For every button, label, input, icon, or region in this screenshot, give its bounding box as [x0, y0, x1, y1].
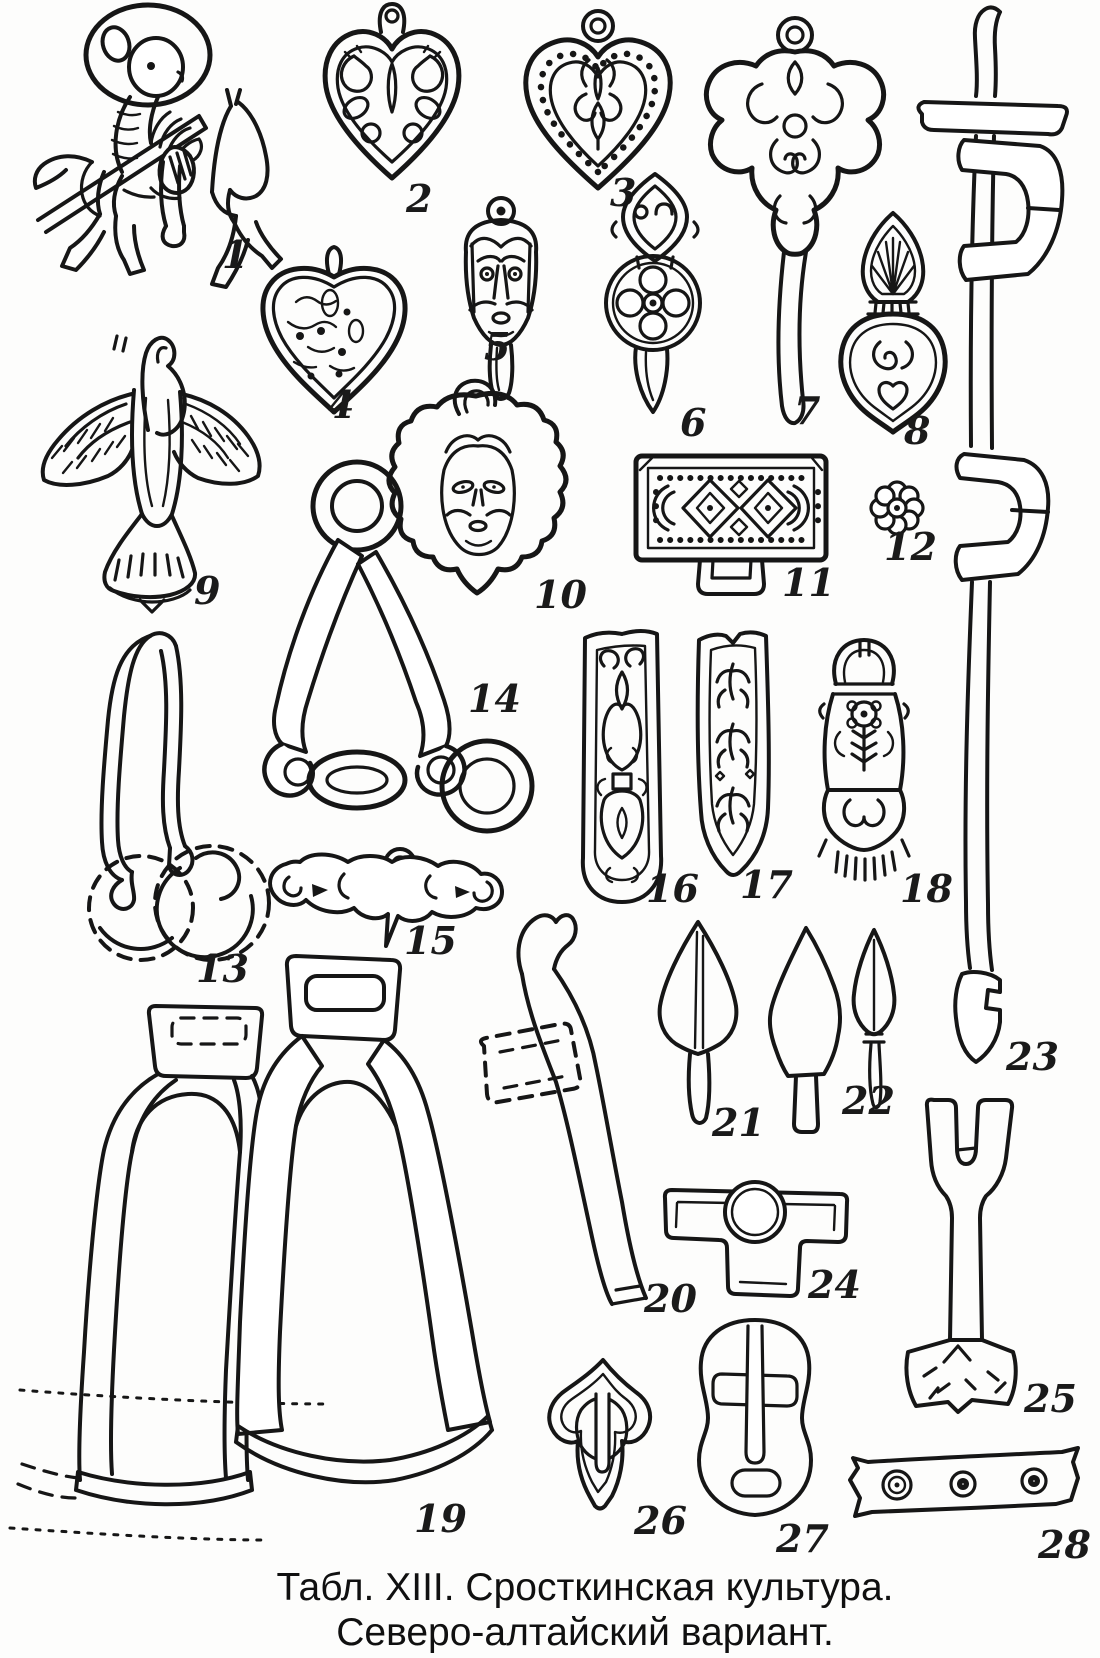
figure-number-4: 4: [328, 382, 354, 427]
figure-wave-openwork-plaque: 15: [268, 847, 504, 963]
figure-rosette-button: 12: [869, 480, 937, 569]
figure-number-20: 20: [643, 1276, 697, 1321]
figure-bud-shaped-pendant: 4: [260, 245, 408, 427]
figure-forked-strap-fitting: 25: [904, 1097, 1077, 1421]
figure-heart-openwork-pendant: 2: [322, 2, 462, 221]
figure-number-1: 1: [222, 232, 248, 277]
figure-leaf-arrowhead: 21: [657, 920, 765, 1145]
figure-curved-fitting: 20: [479, 913, 697, 1321]
figure-number-28: 28: [1037, 1522, 1091, 1567]
figure-number-21: 21: [711, 1100, 765, 1145]
figure-number-27: 27: [775, 1516, 829, 1561]
figure-ornate-long-strap-end: 7: [704, 16, 886, 433]
figure-number-19: 19: [414, 1496, 467, 1541]
figure-waisted-plaque: 27: [697, 1318, 829, 1561]
figure-number-23: 23: [1005, 1034, 1059, 1079]
figure-face-pendant: 5: [463, 196, 539, 401]
figure-number-26: 26: [633, 1498, 687, 1543]
figure-number-11: 11: [782, 560, 835, 605]
figure-number-7: 7: [794, 388, 820, 433]
figure-number-5: 5: [484, 324, 510, 369]
figure-strap-end-fern: 17: [695, 630, 793, 907]
figure-number-25: 25: [1023, 1376, 1077, 1421]
figure-pair-of-stirrups: 19: [8, 954, 494, 1542]
figure-rectangular-plaque: 11: [633, 453, 835, 605]
figure-rosette-strap-end: 6: [604, 172, 706, 445]
figure-chain-link-fitting: 14: [262, 459, 535, 834]
figure-kite-arrowheads: 22: [767, 926, 897, 1134]
figure-strap-end-palmette: 16: [580, 629, 699, 911]
caption-line-2: Северо-алтайский вариант.: [336, 1611, 834, 1654]
figure-riveted-strip: 28: [848, 1446, 1091, 1567]
figure-face-medallion-pendant: 10: [386, 378, 587, 617]
figure-number-15: 15: [404, 918, 457, 963]
figure-number-13: 13: [196, 946, 249, 991]
figure-number-2: 2: [405, 176, 432, 221]
figure-number-8: 8: [903, 408, 930, 453]
figure-number-22: 22: [841, 1078, 895, 1123]
figure-bridle-bit-with-rings: 13: [87, 631, 271, 991]
figure-number-9: 9: [194, 568, 220, 613]
figure-strap-end-fringed: 18: [817, 638, 953, 911]
figure-rod-with-buckles: 23: [916, 5, 1069, 1079]
figure-number-18: 18: [900, 866, 953, 911]
figure-number-10: 10: [534, 572, 587, 617]
figure-cross-plaque: 24: [662, 1180, 861, 1307]
figure-number-12: 12: [884, 524, 937, 569]
figure-palmette-pendant: 8: [838, 211, 948, 453]
figure-number-24: 24: [807, 1262, 861, 1307]
figure-number-16: 16: [646, 866, 699, 911]
figure-number-14: 14: [468, 676, 521, 721]
figure-number-17: 17: [740, 862, 793, 907]
figure-number-6: 6: [680, 400, 706, 445]
figure-heart-dotted-pendant: 3: [523, 9, 673, 215]
caption-line-1: Табл. XIII. Сросткинская культура.: [276, 1566, 894, 1609]
figure-bird-pendant: 9: [40, 334, 262, 614]
figure-scalloped-pendant: 26: [547, 1358, 687, 1543]
figure-horseman-plaque: 1: [32, 2, 283, 289]
